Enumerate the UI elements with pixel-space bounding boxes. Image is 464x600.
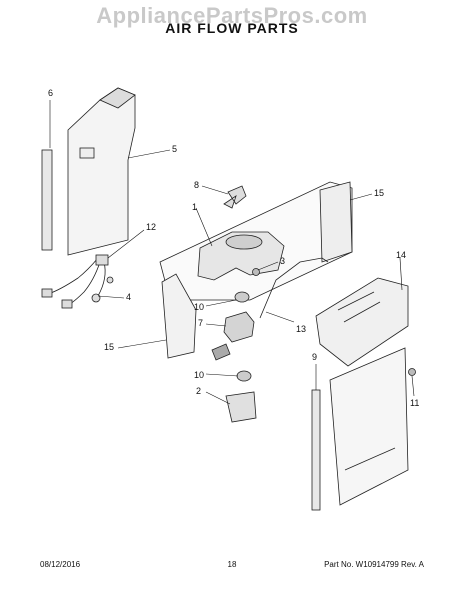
part-10-grommet-upper	[234, 291, 250, 303]
callout-4: 4	[126, 292, 131, 302]
callout-1: 1	[192, 202, 197, 212]
part-14-duct-cover	[315, 277, 409, 367]
callout-6: 6	[48, 88, 53, 98]
footer-date: 08/12/2016	[40, 560, 81, 569]
page-title: AIR FLOW PARTS	[165, 20, 299, 36]
callout-8: 8	[194, 180, 199, 190]
callout-5: 5	[172, 144, 177, 154]
part-14-rear-panel	[329, 347, 409, 506]
part-8-fan-blade	[223, 185, 247, 209]
part-2-bracket	[225, 391, 257, 423]
part-10-grommet-lower	[236, 370, 252, 382]
part-7-motor	[223, 311, 255, 343]
callout-10-lower: 10	[194, 370, 204, 380]
part-5-duct-panel	[67, 87, 136, 256]
callout-15-lower: 15	[104, 342, 114, 352]
part-9-strip	[311, 389, 321, 511]
callout-13: 13	[296, 324, 306, 334]
part-15-lower-panel	[161, 273, 197, 359]
callout-10-upper: 10	[194, 302, 204, 312]
callout-7: 7	[198, 318, 203, 328]
callout-15-upper: 15	[374, 188, 384, 198]
footer-part-number: Part No. W10914799 Rev. A	[324, 560, 424, 569]
part-6-strip	[41, 149, 53, 251]
footer-page-number: 18	[227, 560, 237, 569]
watermark: AppliancePartsPros.com	[96, 3, 368, 28]
callout-3: 3	[280, 256, 285, 266]
part-3-screw	[252, 268, 260, 276]
part-11-screw	[408, 368, 416, 376]
callout-14: 14	[396, 250, 406, 260]
part-13-rod	[259, 257, 329, 319]
callout-11: 11	[410, 398, 419, 408]
callout-2: 2	[196, 386, 201, 396]
callout-12: 12	[146, 222, 156, 232]
callout-9: 9	[312, 352, 317, 362]
